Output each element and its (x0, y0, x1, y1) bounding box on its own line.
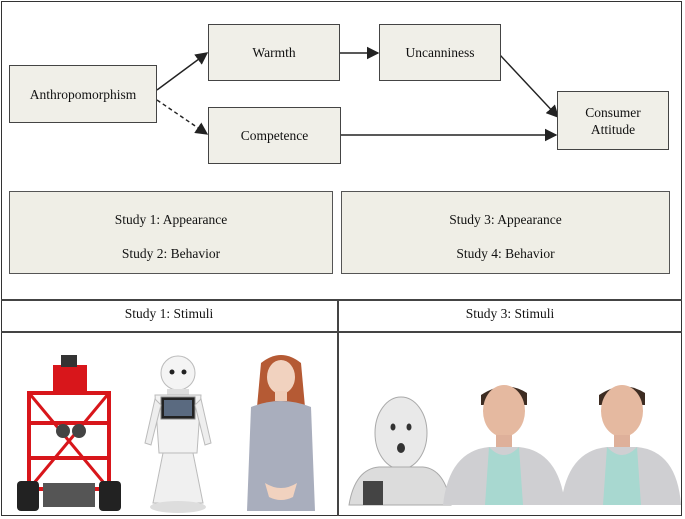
node-competence: Competence (208, 107, 341, 164)
arrow-anthro-competence (156, 99, 209, 135)
arrow-uncanniness-attitude (499, 54, 559, 119)
egg-head-robot-image (348, 396, 452, 506)
study-2-label: Study 2: Behavior (121, 246, 221, 261)
study3-stimuli-images (348, 385, 681, 506)
node-anthropomorphism-label: Anthropomorphism (29, 86, 137, 102)
study-box-left: Study 1: Appearance Study 2: Behavior (9, 191, 333, 274)
study-box-right: Study 3: Appearance Study 4: Behavior (341, 191, 670, 274)
virtual-human-image-1 (443, 385, 565, 505)
stimuli-right-label: Study 3: Stimuli (465, 306, 555, 321)
study-4-label: Study 4: Behavior (456, 246, 555, 261)
study-1-label: Study 1: Appearance (114, 212, 228, 227)
node-competence-label: Competence (240, 128, 309, 143)
virtual-human-image-2 (561, 385, 681, 505)
stimuli-left-label: Study 1: Stimuli (124, 306, 214, 321)
android-woman-image (247, 355, 315, 511)
path-arrows (156, 46, 559, 142)
node-uncanniness: Uncanniness (379, 24, 501, 81)
node-consumer-attitude-line1: Consumer (585, 104, 641, 120)
arrow-anthro-warmth (156, 52, 209, 91)
node-consumer-attitude: Consumer Attitude (557, 91, 669, 150)
node-warmth-label: Warmth (252, 45, 296, 60)
study1-stimuli-images (17, 355, 315, 513)
node-consumer-attitude-line2: Attitude (590, 121, 636, 137)
node-anthropomorphism: Anthropomorphism (9, 65, 157, 123)
node-uncanniness-label: Uncanniness (405, 45, 475, 60)
humanoid-robot-image (144, 355, 212, 513)
divider-mid (1, 331, 682, 333)
divider-top (1, 299, 682, 301)
study-3-label: Study 3: Appearance (449, 212, 562, 227)
divider-vertical (337, 299, 339, 516)
node-warmth: Warmth (208, 24, 340, 81)
mechanical-robot-image (17, 355, 121, 511)
